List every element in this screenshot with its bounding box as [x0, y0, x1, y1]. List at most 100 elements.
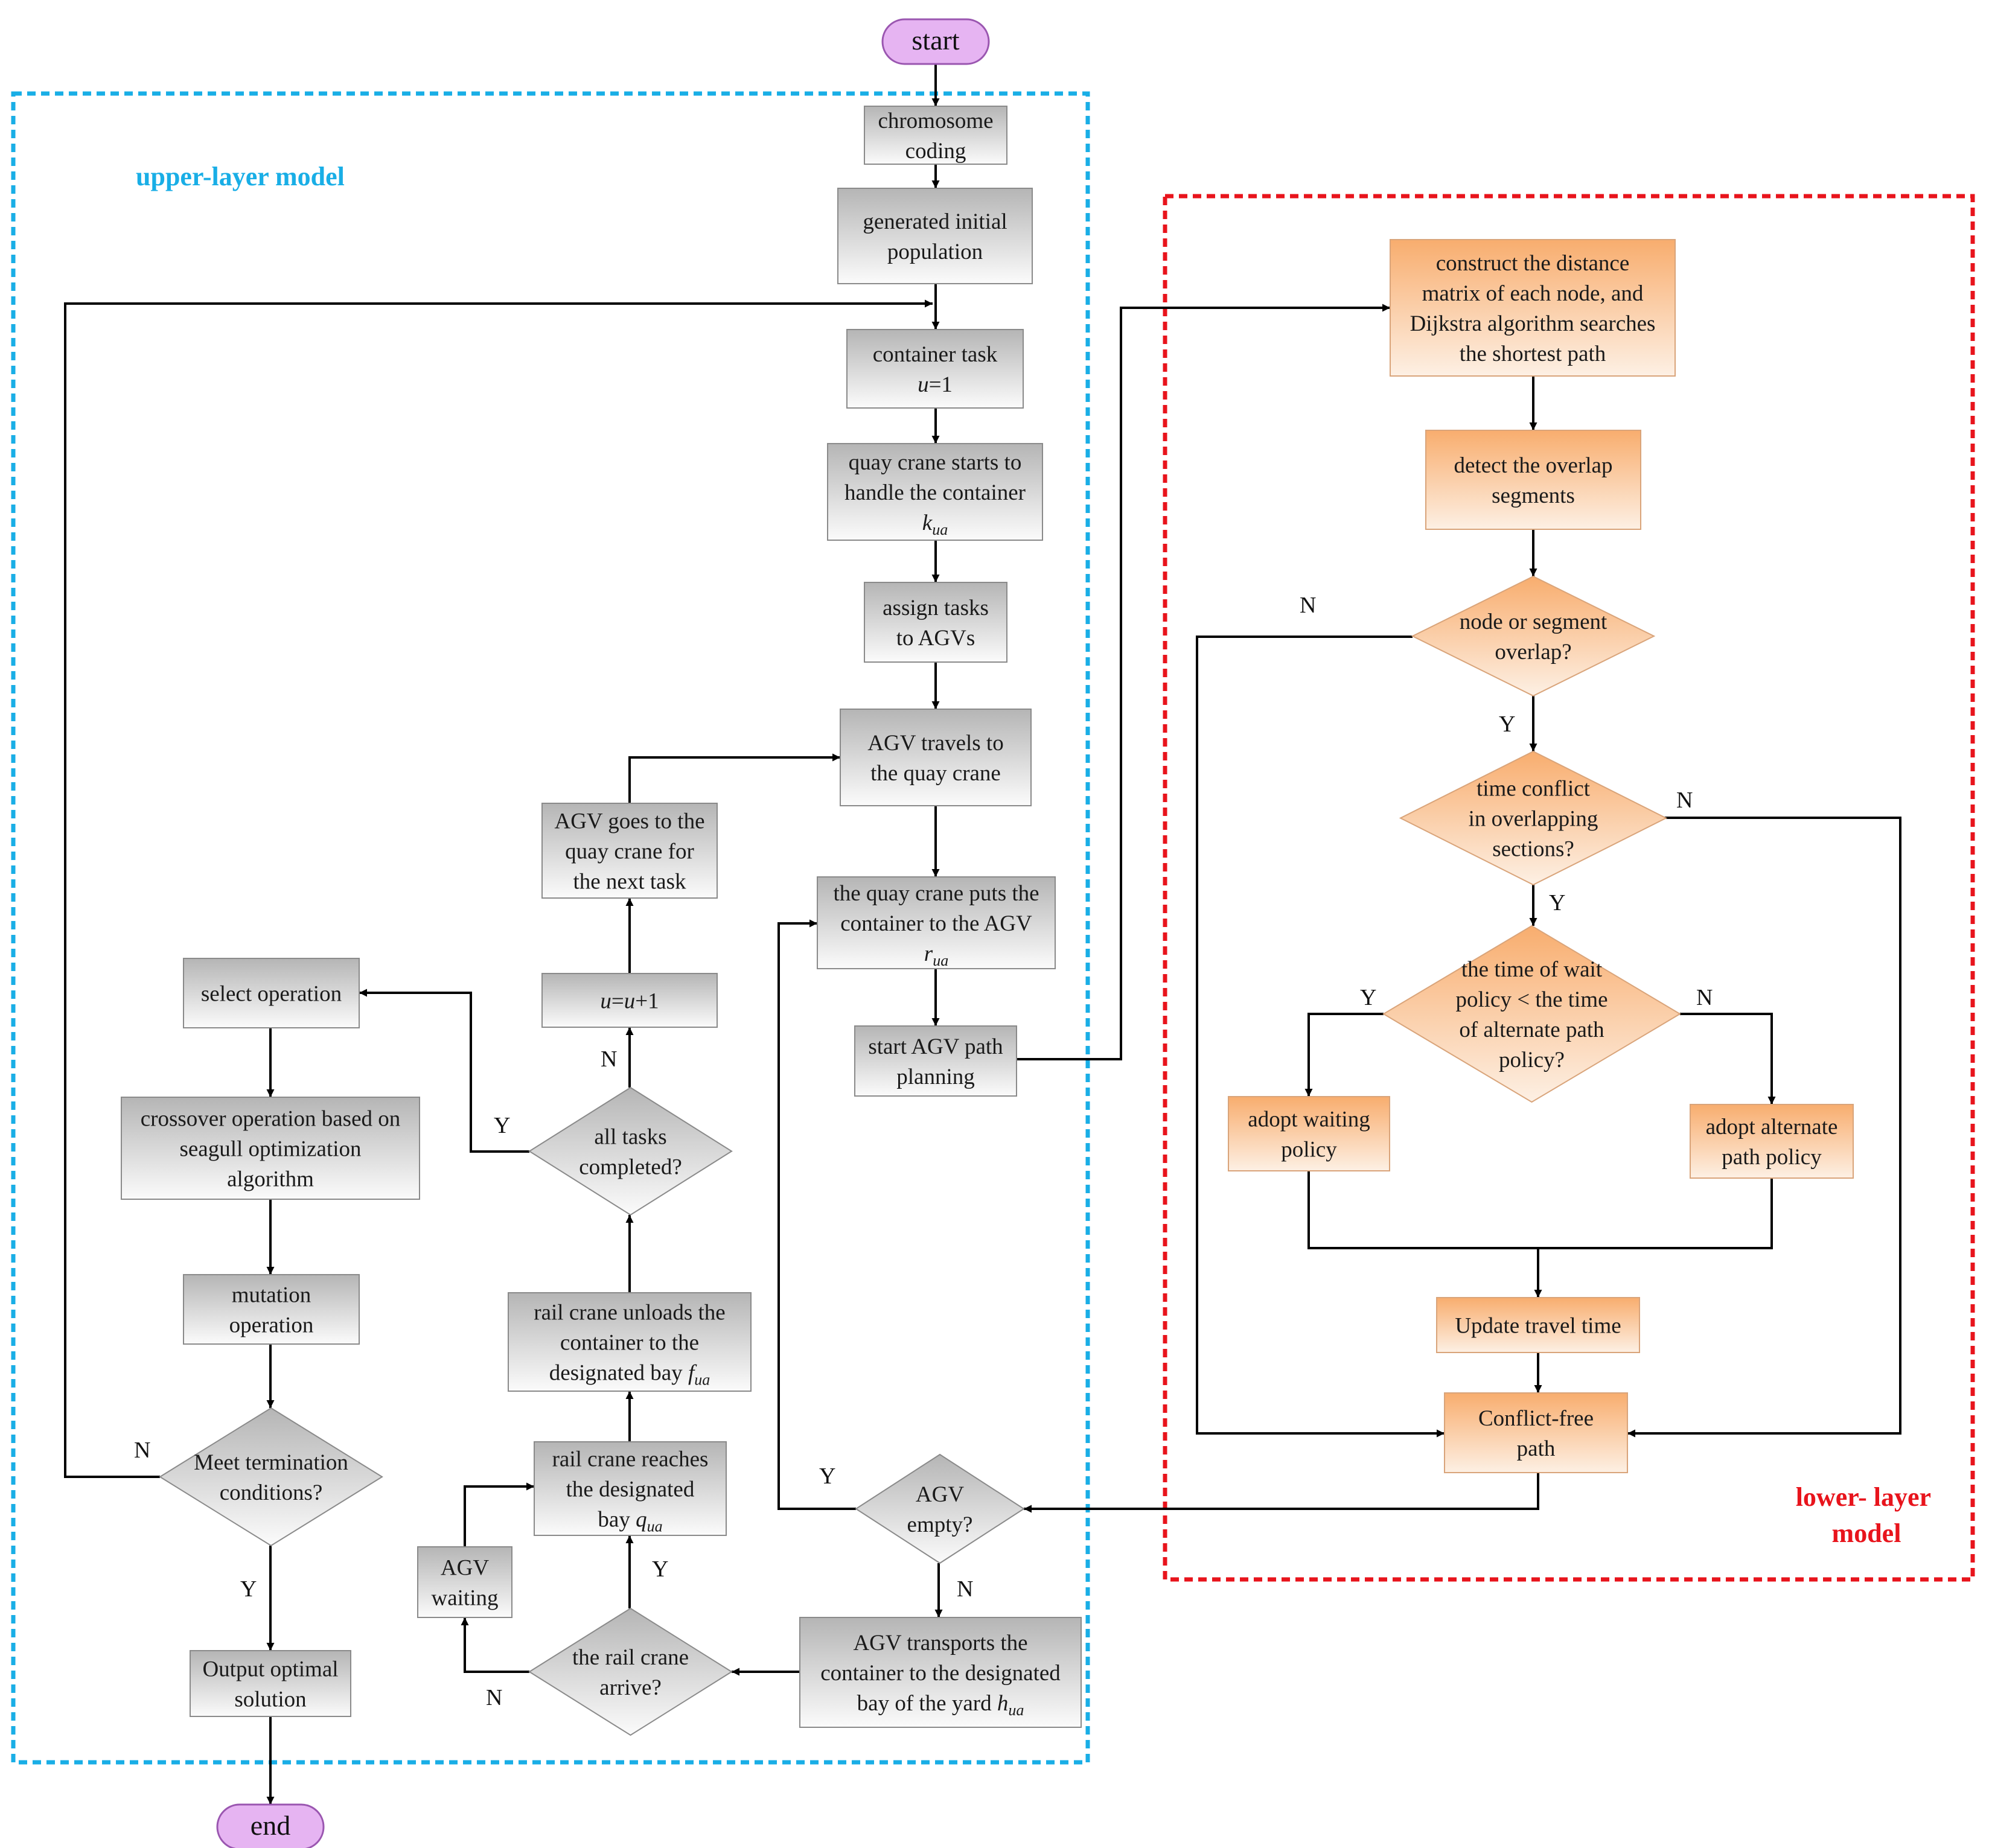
edge-waiting-reach: [464, 1482, 534, 1547]
quay-start-line-1: quay crane starts to: [849, 450, 1022, 475]
distance-line-1: construct the distance: [1436, 251, 1630, 276]
rail-arrive-line-2: arrive?: [599, 1675, 662, 1700]
time-conf-line-3: sections?: [1492, 837, 1574, 862]
edge-label-rail-arrive-y: Y: [652, 1556, 668, 1582]
meet-term-shape: [159, 1407, 383, 1547]
edge-label-rail-arrive-n: N: [486, 1685, 502, 1710]
quay-put-line-1: the quay crane puts the: [833, 881, 1039, 906]
rail-arrive-line-1: the rail crane: [572, 1645, 689, 1670]
edge-agvempty-yes: [777, 919, 856, 1510]
adopt-wait-line-2: policy: [1281, 1138, 1337, 1162]
agv-transport-line-3: bay of the yard hua: [857, 1691, 1024, 1719]
edge-overlap-no: [1196, 636, 1445, 1438]
update-time-label: Update travel time: [1455, 1314, 1621, 1339]
conflict-free-line-2: path: [1517, 1436, 1556, 1461]
start-path-line-2: planning: [896, 1065, 974, 1089]
crossover-shape: [121, 1097, 420, 1200]
conflict-free-line-1: Conflict-free: [1478, 1406, 1594, 1431]
update-time-line-1: Update travel time: [1455, 1314, 1621, 1339]
edge-conflictfree-agvempty: [1024, 1473, 1539, 1513]
time-conf-line-1: time conflict: [1477, 777, 1591, 801]
chromosome-line-2: coding: [905, 139, 966, 164]
start-label: start: [911, 25, 959, 56]
output-line-2: solution: [234, 1687, 306, 1712]
lower-layer-label: lower- layer model: [1796, 1482, 1938, 1548]
edge-startpath-distance: [1017, 304, 1390, 1060]
time-conf-line-2: in overlapping: [1469, 807, 1598, 832]
container-task-line-1: container task: [873, 342, 998, 367]
edge-label-meet-term-y: Y: [240, 1576, 257, 1602]
adopt-wait-node: adopt waiting policy: [1228, 1096, 1390, 1171]
upper-layer-region: [11, 91, 1090, 1765]
mutation-line-1: mutation: [232, 1283, 311, 1308]
all-done-line-2: completed?: [579, 1155, 682, 1180]
adopt-alt-line-1: adopt alternate: [1706, 1115, 1838, 1139]
overlap-q-label: node or segment overlap?: [1460, 610, 1607, 664]
edge-waitcmp-yes: [1304, 1013, 1384, 1097]
adopt-wait-label: adopt waiting policy: [1248, 1107, 1370, 1162]
agv-next-shape: [541, 803, 718, 899]
edge-waitcmp-no: [1680, 1013, 1776, 1104]
end-node: end: [216, 1803, 325, 1848]
agv-empty-line-1: AGV: [916, 1482, 964, 1507]
rail-reach-line-2: the designated: [566, 1477, 695, 1502]
time-conf-node: time conflict in overlapping sections?: [1399, 750, 1668, 886]
start-node: start: [881, 18, 990, 65]
overlap-q-line-1: node or segment: [1460, 610, 1607, 634]
end-label: end: [251, 1810, 290, 1841]
rail-unload-line-3: designated bay fua: [549, 1361, 710, 1389]
conflict-free-label: Conflict-free path: [1478, 1406, 1594, 1461]
agv-travel-line-1: AGV travels to: [867, 731, 1003, 756]
init-pop-line-1: generated initial: [863, 209, 1007, 234]
agv-next-line-2: quay crane for: [565, 840, 694, 864]
assign-line-1: assign tasks: [883, 596, 989, 620]
distance-line-3: Dijkstra algorithm searches: [1410, 311, 1656, 336]
u-inc-shape: [541, 973, 718, 1028]
end-line-1: end: [251, 1810, 290, 1841]
quay-put-shape: [817, 876, 1056, 969]
edge-label-time-conf-n: N: [1676, 788, 1693, 813]
rail-reach-line-1: rail crane reaches: [552, 1447, 709, 1472]
edge-label-all-done-y: Y: [494, 1113, 510, 1138]
edge-label-wait-cmp-y: Y: [1360, 985, 1376, 1010]
wait-cmp-line-3: of alternate path: [1459, 1018, 1604, 1042]
adopt-alt-shape: [1690, 1104, 1854, 1179]
rail-unload-line-2: container to the: [560, 1331, 699, 1356]
rail-arrive-shape: [528, 1607, 733, 1736]
adopt-wait-line-1: adopt waiting: [1248, 1107, 1370, 1132]
edge-label-overlap-y: Y: [1499, 712, 1515, 737]
start-shape: [881, 18, 990, 65]
edge-adoptwait-join: [1307, 1171, 1773, 1249]
overlap-q-line-2: overlap?: [1495, 640, 1571, 664]
adopt-wait-shape: [1228, 1096, 1390, 1171]
u-inc-label: u=u+1: [600, 989, 659, 1014]
chromosome-shape: [864, 106, 1007, 165]
meet-term-line-1: Meet termination: [194, 1450, 348, 1475]
